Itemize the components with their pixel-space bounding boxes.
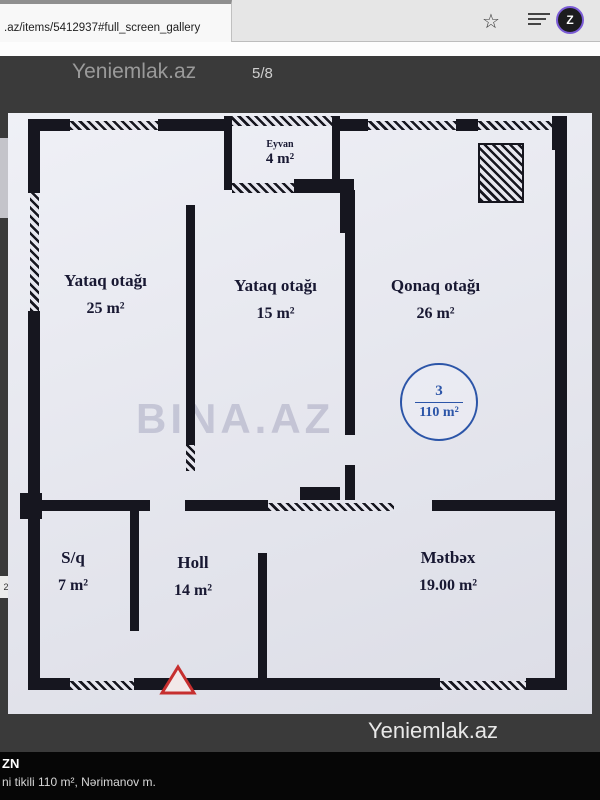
bookmark-star-icon[interactable]: ☆ [482, 11, 500, 33]
room-bathroom: S/q 7 m² [28, 548, 118, 595]
room-hall: Holl 14 m² [138, 553, 248, 600]
wall-segment [456, 119, 478, 131]
wall-segment [28, 311, 40, 493]
page-background-strip [0, 42, 600, 56]
wall-segment [555, 321, 567, 690]
plan-watermark: BINA.AZ [136, 395, 335, 442]
wall-segment [28, 131, 40, 193]
listing-caption-bar: ZN ni tikili 110 m², Nərimanov m. [0, 752, 600, 800]
image-counter: 5/8 [252, 65, 273, 82]
wall-segment [345, 190, 355, 435]
room-kitchen: Mətbəx 19.00 m² [368, 548, 528, 595]
wall-segment [40, 500, 150, 511]
wall-segment [28, 119, 70, 131]
balcony-wall-right [332, 116, 340, 190]
wall-segment [28, 493, 40, 690]
caption-title: ZN [2, 756, 20, 771]
room-area: 14 m² [173, 582, 213, 599]
fullscreen-gallery: Yeniemlak.az 5/8 2 BINA.AZ [0, 56, 600, 752]
wall-segment [158, 119, 230, 131]
wall-segment [130, 511, 139, 631]
room-bedroom-15: Yataq otağı 15 m² [203, 276, 348, 323]
room-area: 26 m² [416, 305, 455, 322]
wall-segment [340, 119, 368, 131]
caption-subtitle: ni tikili 110 m², Nərimanov m. [2, 775, 156, 789]
room-name: Mətbəx [420, 548, 476, 567]
wall-segment [294, 179, 340, 193]
room-name: Yataq otağı [64, 271, 147, 290]
window-hatch [30, 193, 39, 311]
wall-segment [185, 500, 268, 511]
wall-segment [432, 500, 555, 511]
window-hatch [70, 121, 158, 130]
wall-segment [300, 487, 340, 500]
tab-url[interactable]: .az/items/5412937#full_screen_gallery [4, 22, 201, 34]
door-hatch [186, 445, 195, 471]
wall-segment [28, 678, 70, 690]
reading-list-icon[interactable] [528, 13, 550, 29]
room-name: S/q [61, 548, 85, 567]
shaft-hatch [478, 143, 524, 203]
wall-segment [134, 678, 440, 690]
room-area: 25 m² [86, 300, 125, 317]
room-name: Holl [177, 553, 209, 572]
watermark-bottom: Yeniemlak.az [368, 718, 499, 743]
browser-toolbar: .az/items/5412937#full_screen_gallery ☆ … [0, 0, 600, 42]
room-area: 19.00 m² [418, 577, 478, 594]
profile-avatar[interactable]: Z [556, 6, 584, 34]
room-area: 15 m² [256, 305, 295, 322]
wall-segment [555, 131, 567, 321]
wall-segment [186, 205, 195, 445]
browser-tab[interactable]: .az/items/5412937#full_screen_gallery [0, 0, 232, 42]
room-name: Eyvan [266, 139, 294, 150]
badge-total-area: 110 m² [419, 405, 459, 420]
room-name: Qonaq otağı [390, 276, 481, 295]
room-area: 4 m² [265, 151, 295, 167]
room-name: Yataq otağı [234, 276, 317, 295]
room-living: Qonaq otağı 26 m² [363, 276, 508, 323]
room-bedroom-25: Yataq otağı 25 m² [33, 271, 178, 318]
area-badge: 3 110 m² [400, 363, 478, 441]
partition-hatch [268, 503, 394, 511]
window-hatch [368, 121, 456, 130]
room-area: 7 m² [57, 577, 89, 594]
triangle-marker-icon [158, 663, 198, 702]
wall-segment [526, 678, 567, 690]
room-balcony: Eyvan 4 m² [230, 139, 330, 168]
window-hatch [478, 121, 552, 130]
badge-room-count: 3 [435, 383, 443, 399]
wall-segment [345, 465, 355, 500]
wall-segment [258, 553, 267, 690]
watermark-top: Yeniemlak.az [72, 60, 197, 83]
window-hatch [440, 681, 526, 690]
window-hatch [70, 681, 134, 690]
floorplan-image[interactable]: BINA.AZ [8, 113, 592, 714]
balcony-door-hatch [232, 183, 294, 193]
badge-divider [415, 402, 463, 403]
balcony-wall-left [224, 116, 232, 190]
balcony-window-hatch [230, 116, 332, 126]
